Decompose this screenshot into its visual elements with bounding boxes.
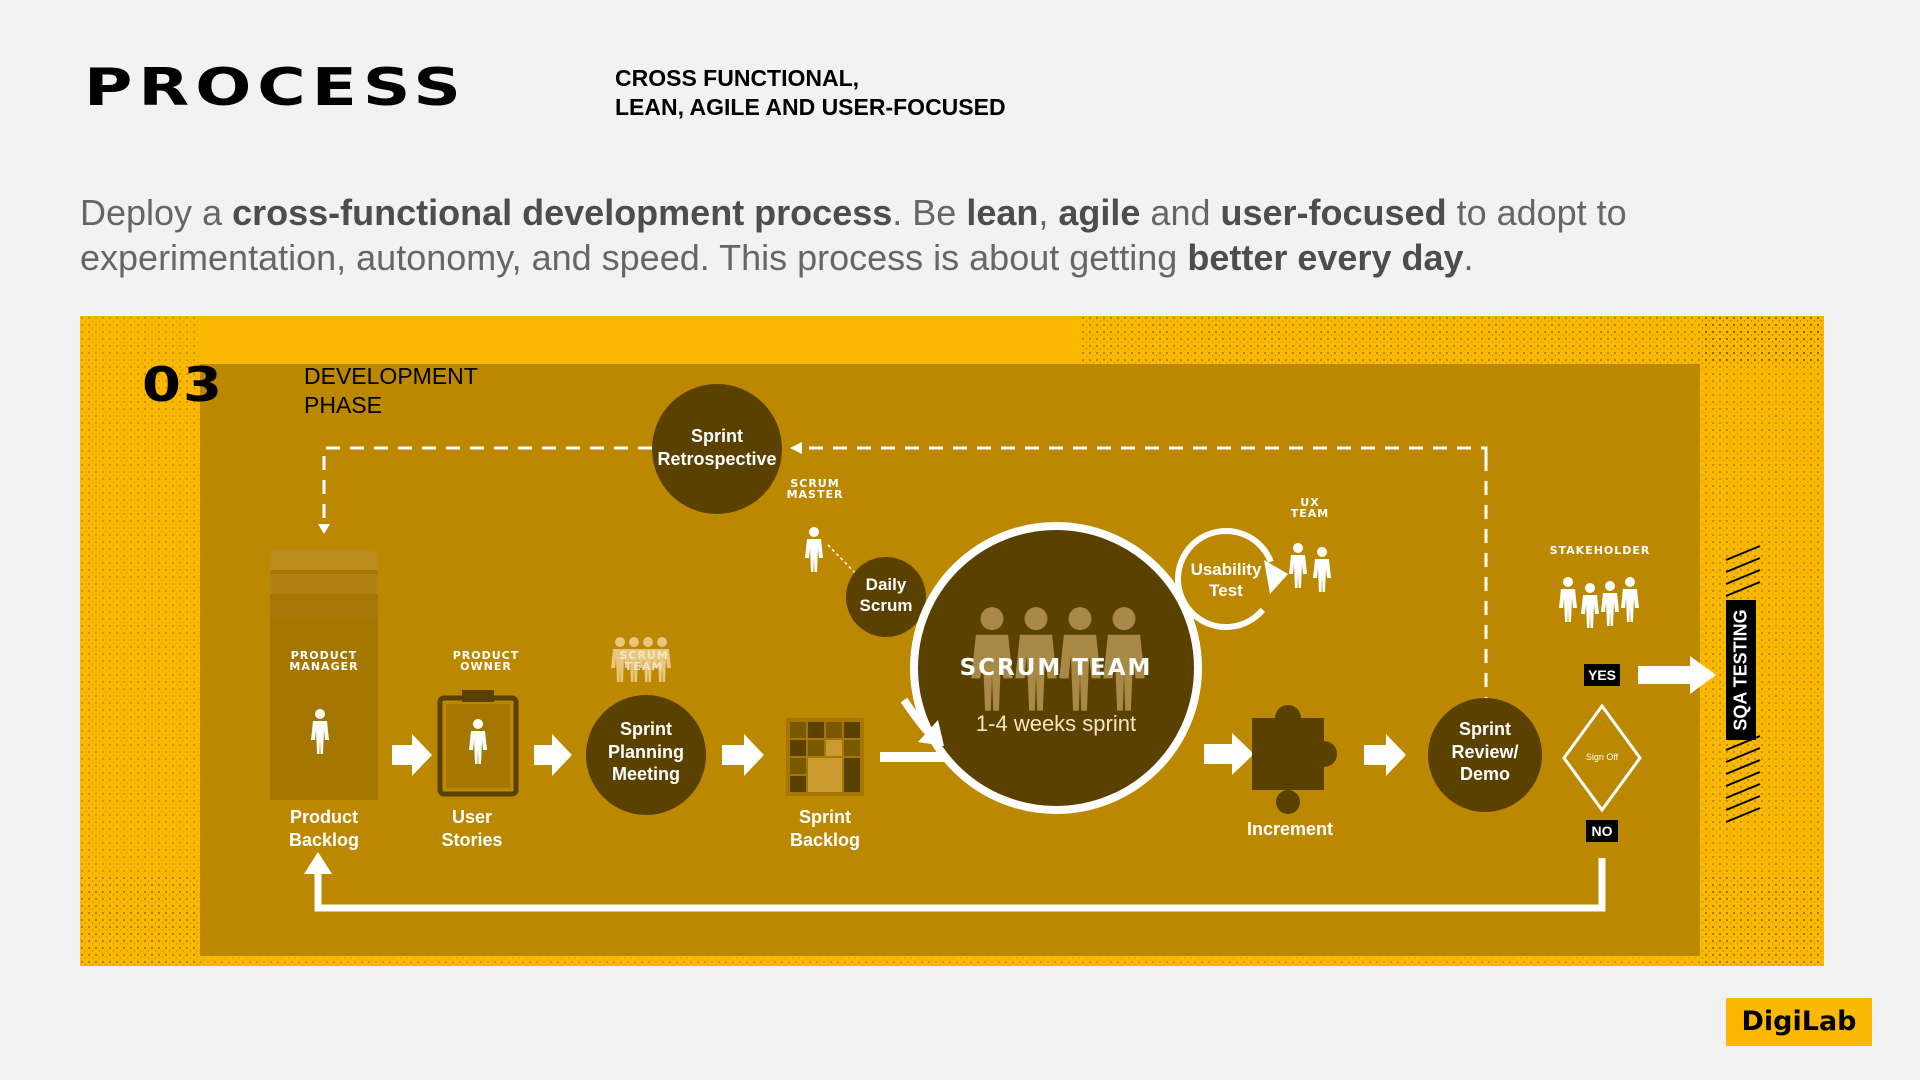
label-line: Retrospective — [657, 448, 777, 469]
backlog-feedback-line — [322, 446, 652, 528]
intro-emphasis: agile — [1058, 192, 1141, 233]
phase-label-line: PHASE — [304, 392, 382, 418]
sign-off-label: Sign Off — [1585, 752, 1619, 762]
intro-text: . Be — [892, 192, 967, 233]
label-line: TEAM — [1290, 507, 1330, 520]
label-line: Sprint — [691, 426, 743, 446]
intro-emphasis: lean — [966, 192, 1039, 233]
digilab-logo: DigiLab — [1726, 998, 1872, 1046]
subtitle-line-1: CROSS FUNCTIONAL, — [615, 65, 860, 91]
label-line: MASTER — [786, 488, 844, 501]
label-line: Stories — [441, 829, 503, 850]
team-icon — [1559, 577, 1639, 628]
scrum-team-title: SCRUM TEAM — [959, 655, 1153, 681]
product-owner-label: PRODUCT OWNER — [436, 650, 536, 672]
intro-emphasis: cross-functional development process — [232, 192, 893, 233]
label-line: User — [451, 807, 493, 827]
label-line: Backlog — [789, 829, 861, 850]
intro-text: to adopt to experimentation, autonomy, a… — [80, 192, 1627, 278]
puzzle-icon — [1252, 705, 1337, 814]
subtitle-line-2: LEAN, AGILE AND USER-FOCUSED — [615, 94, 1006, 120]
label-line: Demo — [1459, 764, 1510, 784]
stakeholder-label: STAKEHOLDER — [1549, 544, 1651, 557]
connector-line — [827, 544, 863, 581]
arrow-icon — [318, 524, 330, 534]
increment-label: Increment — [1246, 819, 1334, 839]
label-line: SCRUM — [790, 477, 840, 490]
grid-icon — [786, 718, 864, 796]
intro-emphasis: better every day — [1187, 237, 1464, 278]
sqa-testing-text: SQA TESTING — [1730, 609, 1751, 731]
label-line: Review/ — [1451, 741, 1519, 762]
arrow-icon — [790, 442, 802, 454]
scrum-team-small-label: SCRUM TEAM — [608, 650, 680, 672]
arrow-icon — [1264, 560, 1288, 594]
label-line: Sprint — [799, 807, 851, 827]
no-badge: NO — [1586, 820, 1618, 842]
label-line: OWNER — [460, 660, 512, 673]
sprint-retrospective-label: Sprint Retrospective — [647, 425, 787, 470]
intro-text: Deploy a — [80, 192, 233, 233]
label-line: Usability — [1190, 560, 1262, 579]
page-title: PROCESS — [84, 57, 467, 118]
label-line: Test — [1209, 581, 1243, 601]
arrow-icon — [918, 720, 944, 746]
connector-line — [880, 752, 944, 762]
cycle-arrow-icon — [1175, 528, 1277, 630]
retro-feedback-line — [794, 446, 1488, 457]
product-backlog-stack — [270, 550, 378, 800]
label-line: UX — [1300, 496, 1320, 509]
label-line: Sprint — [1459, 719, 1511, 739]
ux-team-label: UX TEAM — [1280, 497, 1340, 519]
intro-text: , — [1038, 192, 1059, 233]
label-line: PRODUCT — [452, 649, 520, 662]
label-line: TEAM — [624, 660, 664, 673]
phase-label: DEVELOPMENT PHASE — [304, 362, 478, 420]
label-line: Planning — [608, 741, 684, 762]
intro-text: . — [1463, 237, 1474, 278]
team-icon — [1289, 543, 1331, 592]
daily-scrum-circle — [846, 557, 926, 637]
sprint-review-label: Sprint Review/ Demo — [1428, 718, 1542, 786]
sprint-retrospective-circle — [652, 384, 782, 514]
intro-paragraph: Deploy a cross-functional development pr… — [80, 190, 1640, 280]
label-line: PRODUCT — [290, 649, 358, 662]
sqa-testing-label: SQA TESTING — [1726, 600, 1756, 740]
yes-badge: YES — [1584, 664, 1620, 686]
intro-text: and — [1140, 192, 1221, 233]
page-subtitle: CROSS FUNCTIONAL, LEAN, AGILE AND USER-F… — [615, 64, 1006, 122]
label-line: SCRUM — [619, 649, 669, 662]
usability-test-label: Usability Test — [1180, 559, 1272, 602]
flow-arrows — [392, 656, 1716, 776]
scrum-team-circle — [910, 522, 1202, 814]
scrum-master-label: SCRUM MASTER — [770, 478, 860, 500]
person-icon — [805, 527, 823, 572]
sprint-length-label: 1-4 weeks sprint — [975, 711, 1137, 736]
phase-number: 03 — [142, 357, 224, 413]
sprint-planning-circle — [586, 695, 706, 815]
intro-emphasis: user-focused — [1220, 192, 1447, 233]
sprint-review-circle — [1428, 698, 1542, 812]
label-line: Sprint — [620, 719, 672, 739]
label-line: MANAGER — [289, 660, 359, 673]
product-manager-label: PRODUCT MANAGER — [272, 650, 376, 672]
sprint-backlog-label: Sprint Backlog — [770, 806, 880, 851]
label-line: Product — [289, 807, 358, 827]
daily-scrum-label: Daily Scrum — [846, 574, 926, 617]
phase-label-line: DEVELOPMENT — [304, 363, 478, 389]
label-line: Backlog — [288, 829, 360, 850]
label-line: Meeting — [611, 764, 680, 784]
product-backlog-label: Product Backlog — [260, 806, 388, 851]
label-line: Scrum — [859, 596, 913, 616]
arrow-icon — [304, 852, 332, 874]
no-return-line — [314, 858, 1606, 912]
user-stories-label: User Stories — [420, 806, 524, 851]
sprint-planning-label: Sprint Planning Meeting — [586, 718, 706, 786]
diamond-decision-icon — [1562, 703, 1642, 813]
label-line: Daily — [865, 575, 907, 594]
